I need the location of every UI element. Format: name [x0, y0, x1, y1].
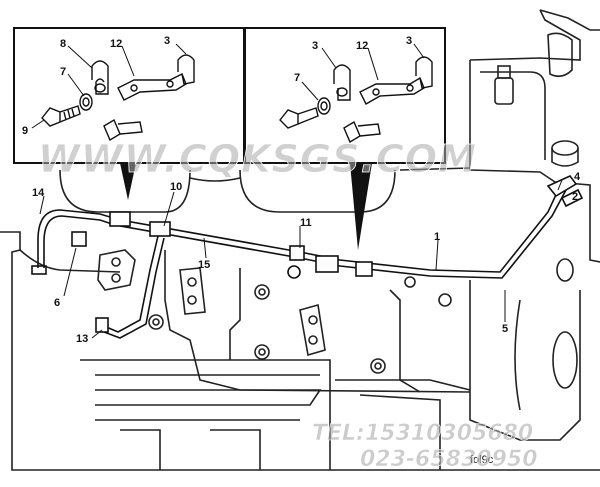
- watermark-site: WWW.CQKSGS.COM: [38, 137, 477, 181]
- callout-11: 11: [300, 217, 312, 229]
- figure-code: fol9c: [470, 454, 494, 466]
- callout-7: 7: [294, 72, 300, 84]
- callout-12: 12: [110, 38, 122, 50]
- callout-12: 12: [356, 40, 368, 52]
- callout-14: 14: [32, 187, 45, 199]
- callout-4: 4: [574, 171, 581, 183]
- watermark-phone-2: 023-65830950: [360, 447, 538, 472]
- fuel-lines: [31, 175, 584, 339]
- inset-pointer-right: [350, 163, 372, 250]
- callout-3: 3: [164, 35, 170, 47]
- inset-pointer-left: [120, 163, 136, 200]
- watermark-phone: TEL:15310305680: [312, 421, 533, 446]
- callout-8: 8: [60, 38, 66, 50]
- callout-2: 2: [572, 191, 578, 203]
- callout-5: 5: [502, 323, 508, 335]
- callout-6: 6: [54, 297, 60, 309]
- callout-7: 7: [60, 66, 66, 78]
- callout-9: 9: [22, 125, 28, 137]
- callout-1: 1: [434, 231, 440, 243]
- callout-10: 10: [170, 181, 182, 193]
- callout-13: 13: [76, 333, 88, 345]
- detail-inset-right: 3 12 3 7: [244, 27, 446, 164]
- callout-3: 3: [312, 40, 318, 52]
- callout-15: 15: [198, 259, 210, 271]
- callout-3: 3: [406, 35, 412, 47]
- engine-block: [0, 9, 600, 471]
